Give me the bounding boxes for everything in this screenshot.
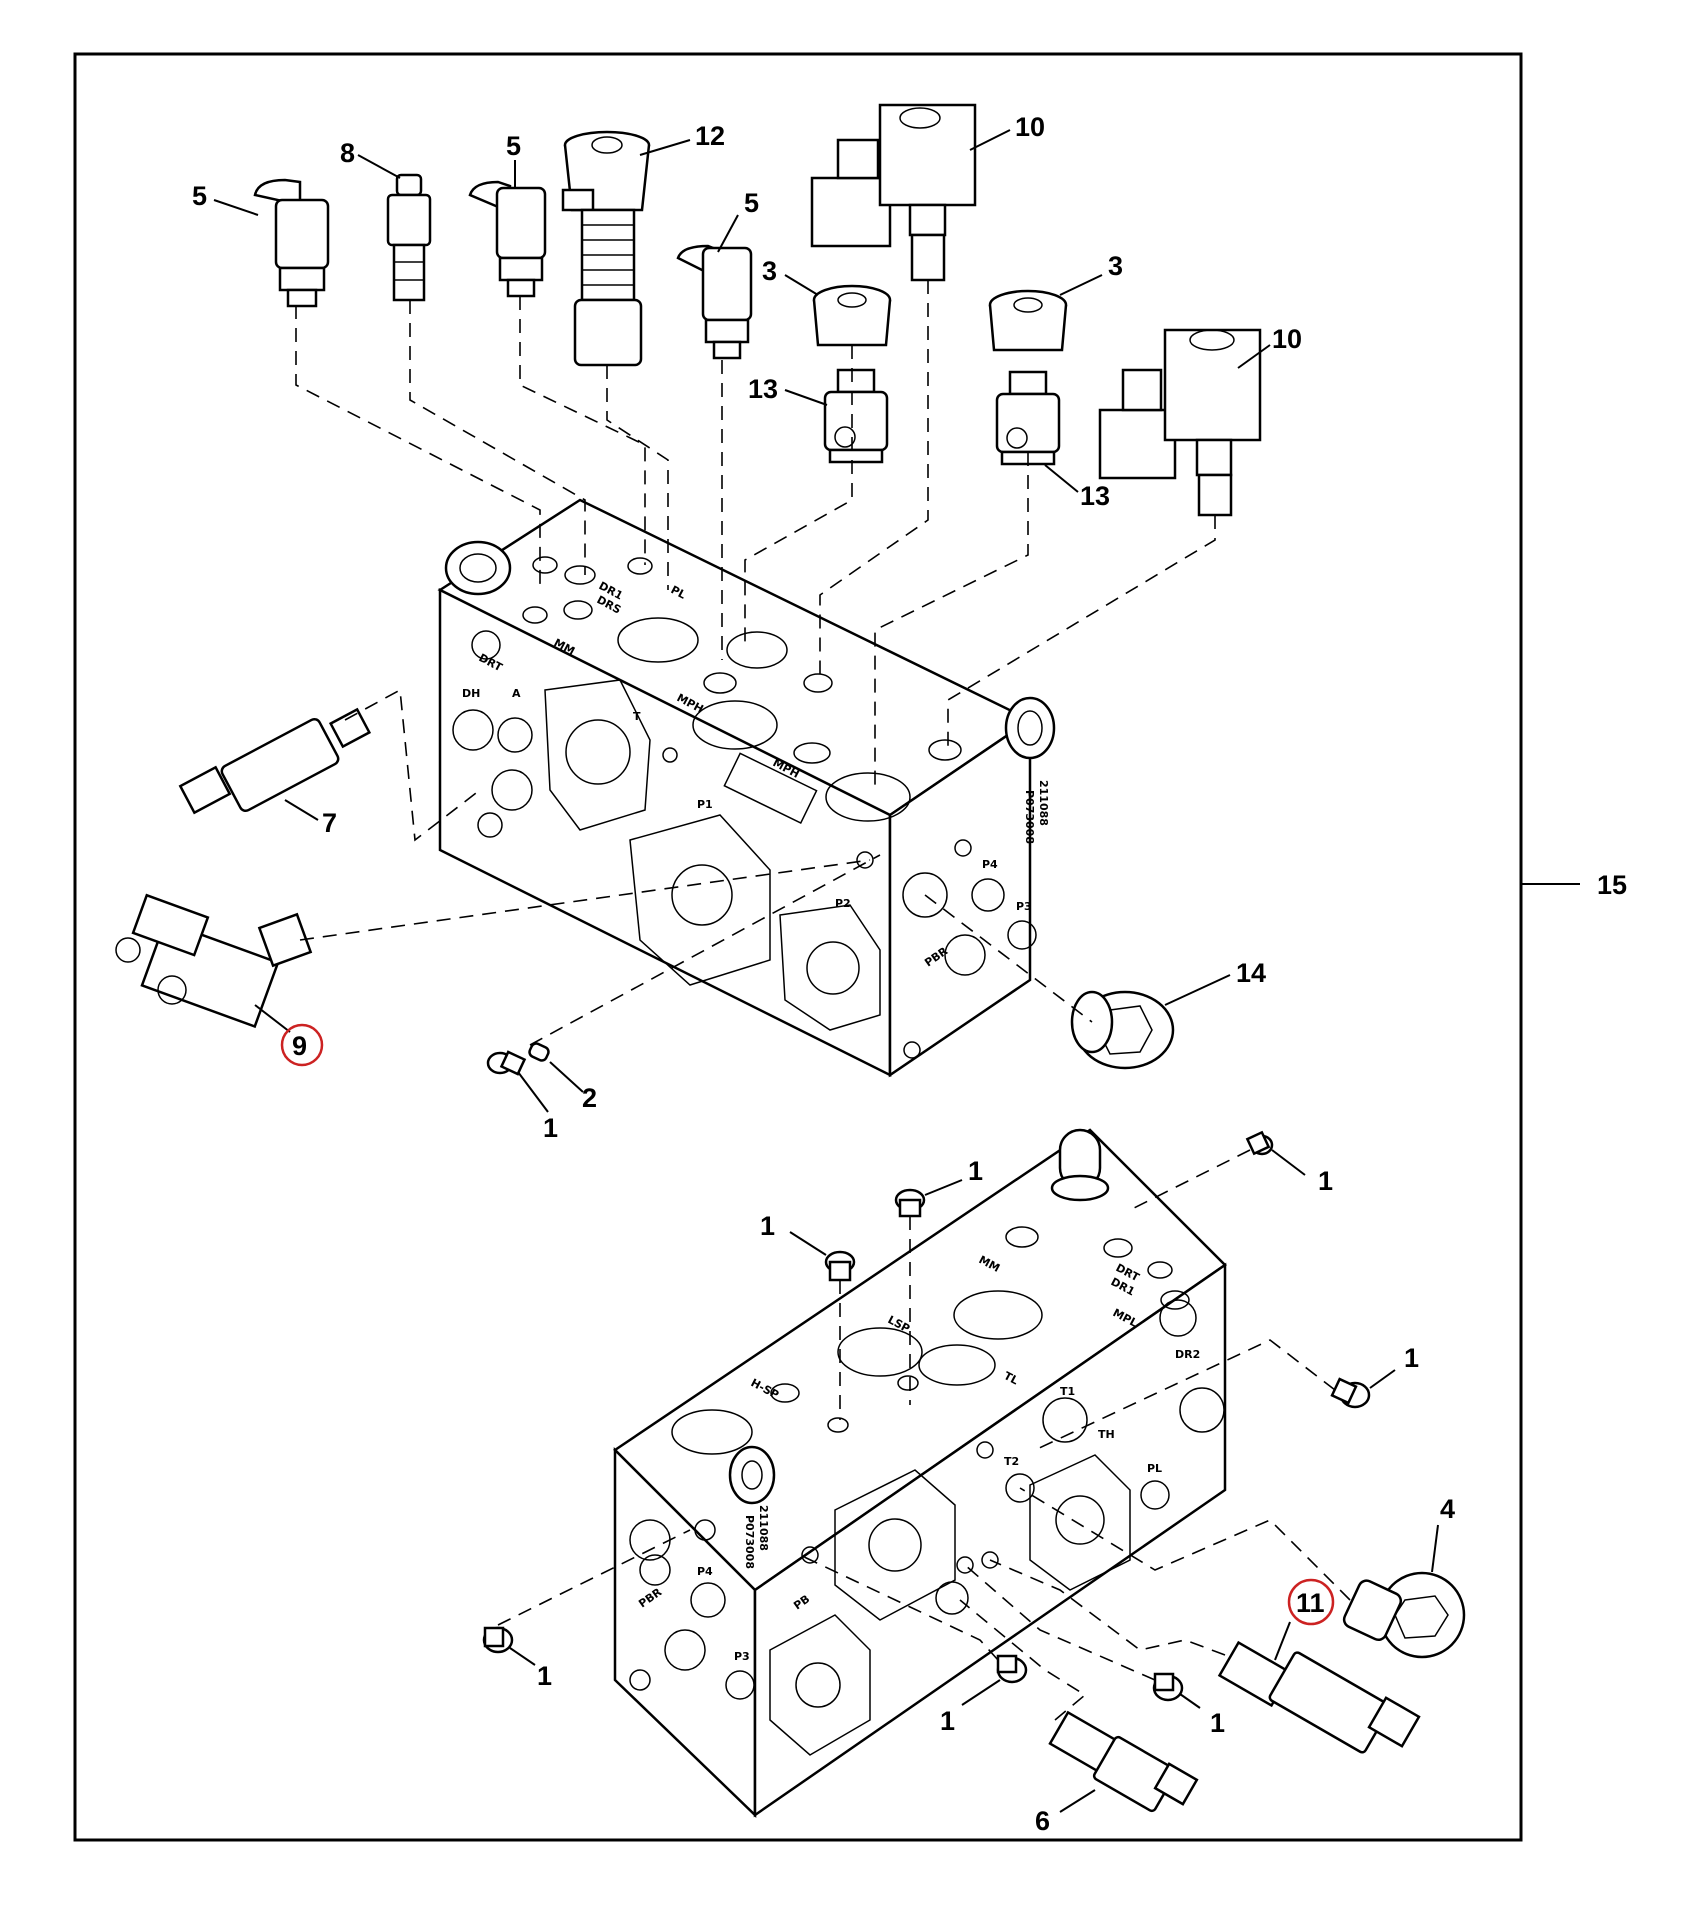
- callout-4: 4: [1440, 1494, 1455, 1524]
- port-label-pl: PL: [669, 583, 688, 602]
- callout-1-upper: 1: [543, 1113, 558, 1143]
- pressure-switch-left: [253, 178, 330, 308]
- port-label-lower-pl: PL: [1147, 1462, 1162, 1475]
- callout-5-right: 5: [744, 188, 759, 218]
- callout-5-left: 5: [192, 181, 207, 211]
- serial-label-2: P073008: [1023, 790, 1036, 844]
- pin-2-upper: [528, 1042, 550, 1062]
- check-valve-13-left: [823, 368, 889, 464]
- plug-1-lower-right: [1330, 1377, 1371, 1409]
- callout-5-middle: 5: [506, 131, 521, 161]
- callout-1-lower-left: 1: [537, 1661, 552, 1691]
- relief-cartridge-6: [1048, 1710, 1199, 1813]
- port-label-lower-tl: TL: [1002, 1369, 1021, 1387]
- port-label-lower-dr2: DR2: [1175, 1348, 1200, 1361]
- port-label-p2: P2: [835, 897, 851, 910]
- callout-12: 12: [695, 121, 725, 151]
- plug-4: [1342, 1571, 1466, 1659]
- callout-14: 14: [1236, 958, 1266, 988]
- relief-valve-12: [561, 130, 651, 367]
- pressure-switch-right: [676, 244, 753, 360]
- callout-10-top: 10: [1015, 112, 1045, 142]
- diagram-frame: [73, 52, 1523, 1842]
- port-label-lower-p4: P4: [697, 1565, 713, 1578]
- callout-10-right: 10: [1272, 324, 1302, 354]
- cartridge-valve-8: [386, 173, 432, 302]
- callout-13-right: 13: [1080, 481, 1110, 511]
- serial-label-1: 211088: [1037, 780, 1050, 826]
- port-label-lower-t2: T2: [1004, 1455, 1019, 1468]
- plug-1-lower-bottom-left: [996, 1654, 1028, 1684]
- solenoid-valve-10-top: [810, 103, 977, 282]
- port-label-dh: DH: [462, 687, 480, 700]
- callout-9: 9: [292, 1031, 307, 1061]
- plug-1-lower-top-right: [1245, 1130, 1274, 1156]
- upper-assembly-lines: [295, 280, 1216, 1046]
- callout-7: 7: [322, 808, 337, 838]
- lower-manifold-block: [613, 1128, 1227, 1818]
- solenoid-valve-10-right: [1098, 328, 1262, 517]
- solenoid-valve-9: [115, 893, 313, 1029]
- plug-1-lower-top-left: [824, 1250, 856, 1282]
- port-label-lower-th: TH: [1098, 1428, 1115, 1441]
- port-label-p1: P1: [697, 798, 713, 811]
- plug-1-lower-top-center: [894, 1188, 926, 1218]
- callout-1-lower-bottom-left: 1: [940, 1706, 955, 1736]
- plug-1-upper: [486, 1050, 527, 1076]
- callout-1-lower-bottom-right: 1: [1210, 1708, 1225, 1738]
- port-label-a: A: [512, 687, 521, 700]
- callout-1-lower-top-right: 1: [1318, 1166, 1333, 1196]
- callout-2: 2: [582, 1083, 597, 1113]
- callout-13-left: 13: [748, 374, 778, 404]
- upper-manifold-block: [437, 498, 1056, 1078]
- pressure-switch-middle: [468, 180, 547, 298]
- callout-1-lower-right: 1: [1404, 1343, 1419, 1373]
- callout-3-right: 3: [1108, 251, 1123, 281]
- callout-8: 8: [340, 138, 355, 168]
- port-label-t: T: [633, 710, 641, 723]
- callout-3-left: 3: [762, 256, 777, 286]
- callout-11: 11: [1296, 1588, 1325, 1618]
- serial-label-lower-1: 211088: [757, 1505, 770, 1551]
- plug-1-lower-bottom-right: [1152, 1672, 1184, 1702]
- plug-3-left: [812, 284, 892, 347]
- lower-assembly-lines: [497, 1149, 1351, 1721]
- plug-14: [1070, 990, 1175, 1070]
- check-valve-13-right: [995, 370, 1061, 466]
- callout-6: 6: [1035, 1806, 1050, 1836]
- callout-15: 15: [1597, 870, 1627, 900]
- callout-1-lower-top-left: 1: [760, 1211, 775, 1241]
- port-label-p4: P4: [982, 858, 998, 871]
- callout-1-lower-top-center: 1: [968, 1156, 983, 1186]
- relief-cartridge-11: [1217, 1640, 1421, 1754]
- serial-label-lower-2: P073008: [743, 1515, 756, 1569]
- port-label-p3: P3: [1016, 900, 1032, 913]
- port-label-lower-p3: P3: [734, 1650, 750, 1663]
- port-label-lower-t1: T1: [1060, 1385, 1075, 1398]
- plug-3-right: [988, 289, 1068, 352]
- callout-leaders: [213, 129, 1439, 1813]
- plug-1-lower-left: [482, 1626, 514, 1654]
- callout-11-highlight-ring: [1287, 1578, 1335, 1626]
- relief-cartridge-7: [178, 707, 372, 815]
- callout-9-highlight-ring: [280, 1023, 324, 1067]
